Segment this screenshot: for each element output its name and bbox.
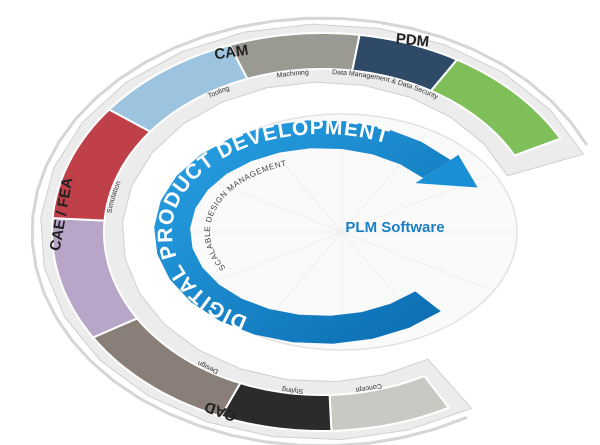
category-pdm: PDM <box>395 30 430 50</box>
category-cam: CAM <box>213 42 249 64</box>
digital-product-development-band <box>154 120 478 344</box>
inner-divider <box>194 231 343 290</box>
pdm-network-image <box>429 58 562 157</box>
outer-gray-ring <box>40 23 585 441</box>
segment-label-styling: Styling <box>282 385 304 394</box>
outer-ring <box>30 16 589 445</box>
segment-label-concept: Concept <box>355 382 382 393</box>
blue-band <box>154 120 451 344</box>
image-tiles <box>50 32 562 432</box>
band-arrowhead <box>415 154 478 188</box>
inner-divider <box>194 174 343 233</box>
outer-arc-line <box>30 16 589 445</box>
inner-divider <box>341 231 490 290</box>
segment-label-machining: Machining <box>276 69 309 79</box>
plm-software-label: PLM Software <box>345 219 444 236</box>
